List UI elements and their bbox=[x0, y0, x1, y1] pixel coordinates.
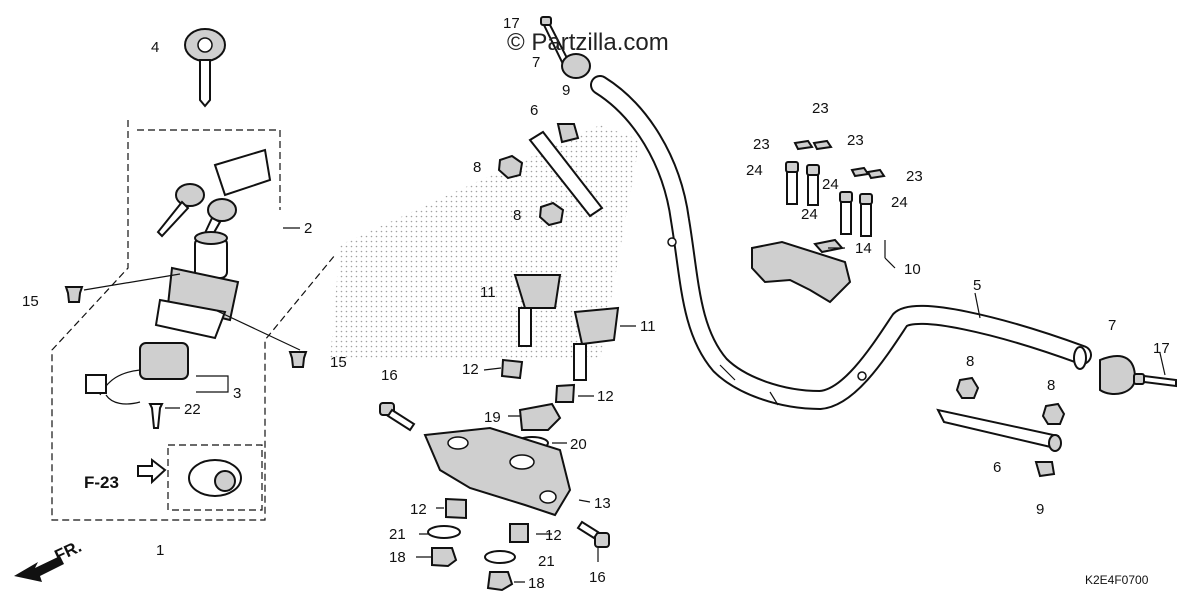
callout-14: 14 bbox=[855, 240, 872, 257]
callout-4: 4 bbox=[151, 39, 159, 56]
callout-5: 5 bbox=[973, 277, 981, 294]
callout-23: 23 bbox=[812, 100, 829, 117]
callout-12: 12 bbox=[597, 388, 614, 405]
ignition-switch-body bbox=[154, 231, 240, 340]
key-part bbox=[184, 28, 226, 108]
callout-21: 21 bbox=[389, 526, 406, 543]
callout-9: 9 bbox=[1036, 501, 1044, 518]
watermark-text: © Partzilla.com bbox=[507, 29, 669, 56]
callout-15: 15 bbox=[22, 293, 39, 310]
callout-7: 7 bbox=[1108, 317, 1116, 334]
screw-22 bbox=[148, 403, 164, 429]
diagram-code: K2E4F0700 bbox=[1085, 573, 1149, 587]
callout-12: 12 bbox=[545, 527, 562, 544]
callout-20: 20 bbox=[570, 436, 587, 453]
callout-15: 15 bbox=[330, 354, 347, 371]
ref-arrow bbox=[137, 457, 167, 485]
callout-11: 11 bbox=[640, 318, 656, 335]
callout-8: 8 bbox=[1047, 377, 1055, 394]
upper-holder bbox=[751, 240, 852, 304]
callout-24: 24 bbox=[746, 162, 763, 179]
callout-3: 3 bbox=[233, 385, 241, 402]
assembly-frame bbox=[51, 120, 336, 521]
callout-18: 18 bbox=[389, 549, 406, 566]
callout-12: 12 bbox=[462, 361, 479, 378]
callout-22: 22 bbox=[184, 401, 201, 418]
screw-15-right bbox=[288, 351, 308, 368]
seat-lock-part bbox=[188, 459, 242, 497]
callout-23: 23 bbox=[847, 132, 864, 149]
callout-6: 6 bbox=[993, 459, 1001, 476]
callout-23: 23 bbox=[906, 168, 923, 185]
top-bridge bbox=[423, 426, 572, 517]
callout-17: 17 bbox=[503, 15, 520, 32]
callout-8: 8 bbox=[513, 207, 521, 224]
reference-label: F-23 bbox=[84, 473, 119, 492]
callout-12: 12 bbox=[410, 501, 427, 518]
callout-11: 11 bbox=[480, 284, 496, 301]
pin-6-right bbox=[936, 408, 1060, 450]
callout-16: 16 bbox=[381, 367, 398, 384]
callout-17: 17 bbox=[1153, 340, 1170, 357]
screw-15-left bbox=[64, 286, 84, 303]
handlebar-group bbox=[590, 75, 1177, 478]
callout-24: 24 bbox=[822, 176, 839, 193]
callout-2: 2 bbox=[304, 220, 312, 237]
callout-18: 18 bbox=[528, 575, 545, 592]
callout-24: 24 bbox=[891, 194, 908, 211]
callout-10: 10 bbox=[904, 261, 921, 278]
callout-1: 1 bbox=[156, 542, 164, 559]
ignition-switch-group bbox=[14, 28, 336, 582]
front-direction-arrow bbox=[14, 556, 64, 582]
callout-6: 6 bbox=[530, 102, 538, 119]
callout-labels: 1 2 3 4 5 6 6 7 7 8 8 8 8 9 9 10 11 11 1… bbox=[22, 15, 1170, 592]
watermark: © Partzilla.com bbox=[507, 29, 669, 56]
switch-part bbox=[85, 342, 189, 405]
callout-8: 8 bbox=[966, 353, 974, 370]
callout-16: 16 bbox=[589, 569, 606, 586]
stipple-shading bbox=[330, 125, 640, 360]
callout-9: 9 bbox=[562, 82, 570, 99]
callout-24: 24 bbox=[801, 206, 818, 223]
callout-19: 19 bbox=[484, 409, 501, 426]
callout-7: 7 bbox=[532, 54, 540, 71]
callout-21: 21 bbox=[538, 553, 555, 570]
top-bridge-group bbox=[379, 16, 636, 592]
callout-13: 13 bbox=[594, 495, 611, 512]
callout-23: 23 bbox=[753, 136, 770, 153]
callout-8: 8 bbox=[473, 159, 481, 176]
